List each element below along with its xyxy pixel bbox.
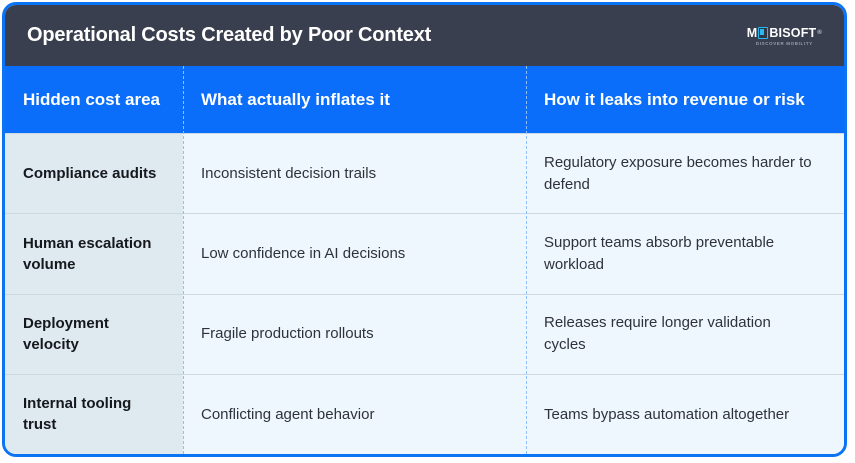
cell-cost-area: Human escalation volume: [5, 214, 183, 294]
card-title-bar: Operational Costs Created by Poor Contex…: [5, 5, 844, 66]
cell-cost-area: Deployment velocity: [5, 294, 183, 374]
cell-cost-area: Compliance audits: [5, 134, 183, 214]
cell-cause: Inconsistent decision trails: [201, 164, 377, 182]
cell-cause: Fragile production rollouts: [201, 325, 374, 343]
table-row: Internal tooling trust Conflicting agent…: [5, 373, 844, 454]
page-title: Operational Costs Created by Poor Contex…: [27, 24, 432, 46]
cell-cost-area: Internal tooling trust: [5, 374, 183, 454]
cell-cause: Conflicting agent behavior: [201, 405, 375, 423]
cost-table-card: Operational Costs Created by Poor Contex…: [2, 2, 847, 457]
logo-device-icon: [758, 26, 769, 39]
table-row: Compliance audits Inconsistent decision …: [5, 133, 844, 214]
cost-table: Hidden cost area What actually inflates …: [5, 66, 844, 454]
column-header-revenue-or-risk: How it leaks into revenue or risk: [544, 89, 805, 109]
logo-letter-m: M: [746, 25, 758, 40]
cell-impact: Releases require longer validation cycle…: [544, 314, 771, 354]
cell-impact: Regulatory exposure becomes harder to de…: [544, 153, 812, 193]
table-header-row: Hidden cost area What actually inflates …: [5, 66, 844, 133]
table-row: Human escalation volume Low confidence i…: [5, 213, 844, 294]
column-header-what-inflates-it: What actually inflates it: [201, 89, 390, 109]
logo-wordmark: M BISOFT ®: [747, 27, 822, 40]
logo-word-bisoft: BISOFT: [769, 25, 817, 40]
registered-trademark-icon: ®: [817, 29, 822, 36]
column-header-hidden-cost-area: Hidden cost area: [23, 89, 160, 109]
table-row: Deployment velocity Fragile production r…: [5, 293, 844, 374]
cell-impact: Support teams absorb preventable workloa…: [544, 234, 775, 273]
mobisoft-logo: M BISOFT ® Discover Mobility: [747, 25, 822, 47]
logo-tagline: Discover Mobility: [755, 41, 813, 47]
cell-cause: Low confidence in AI decisions: [201, 245, 406, 262]
cell-impact: Teams bypass automation altogether: [544, 405, 790, 423]
